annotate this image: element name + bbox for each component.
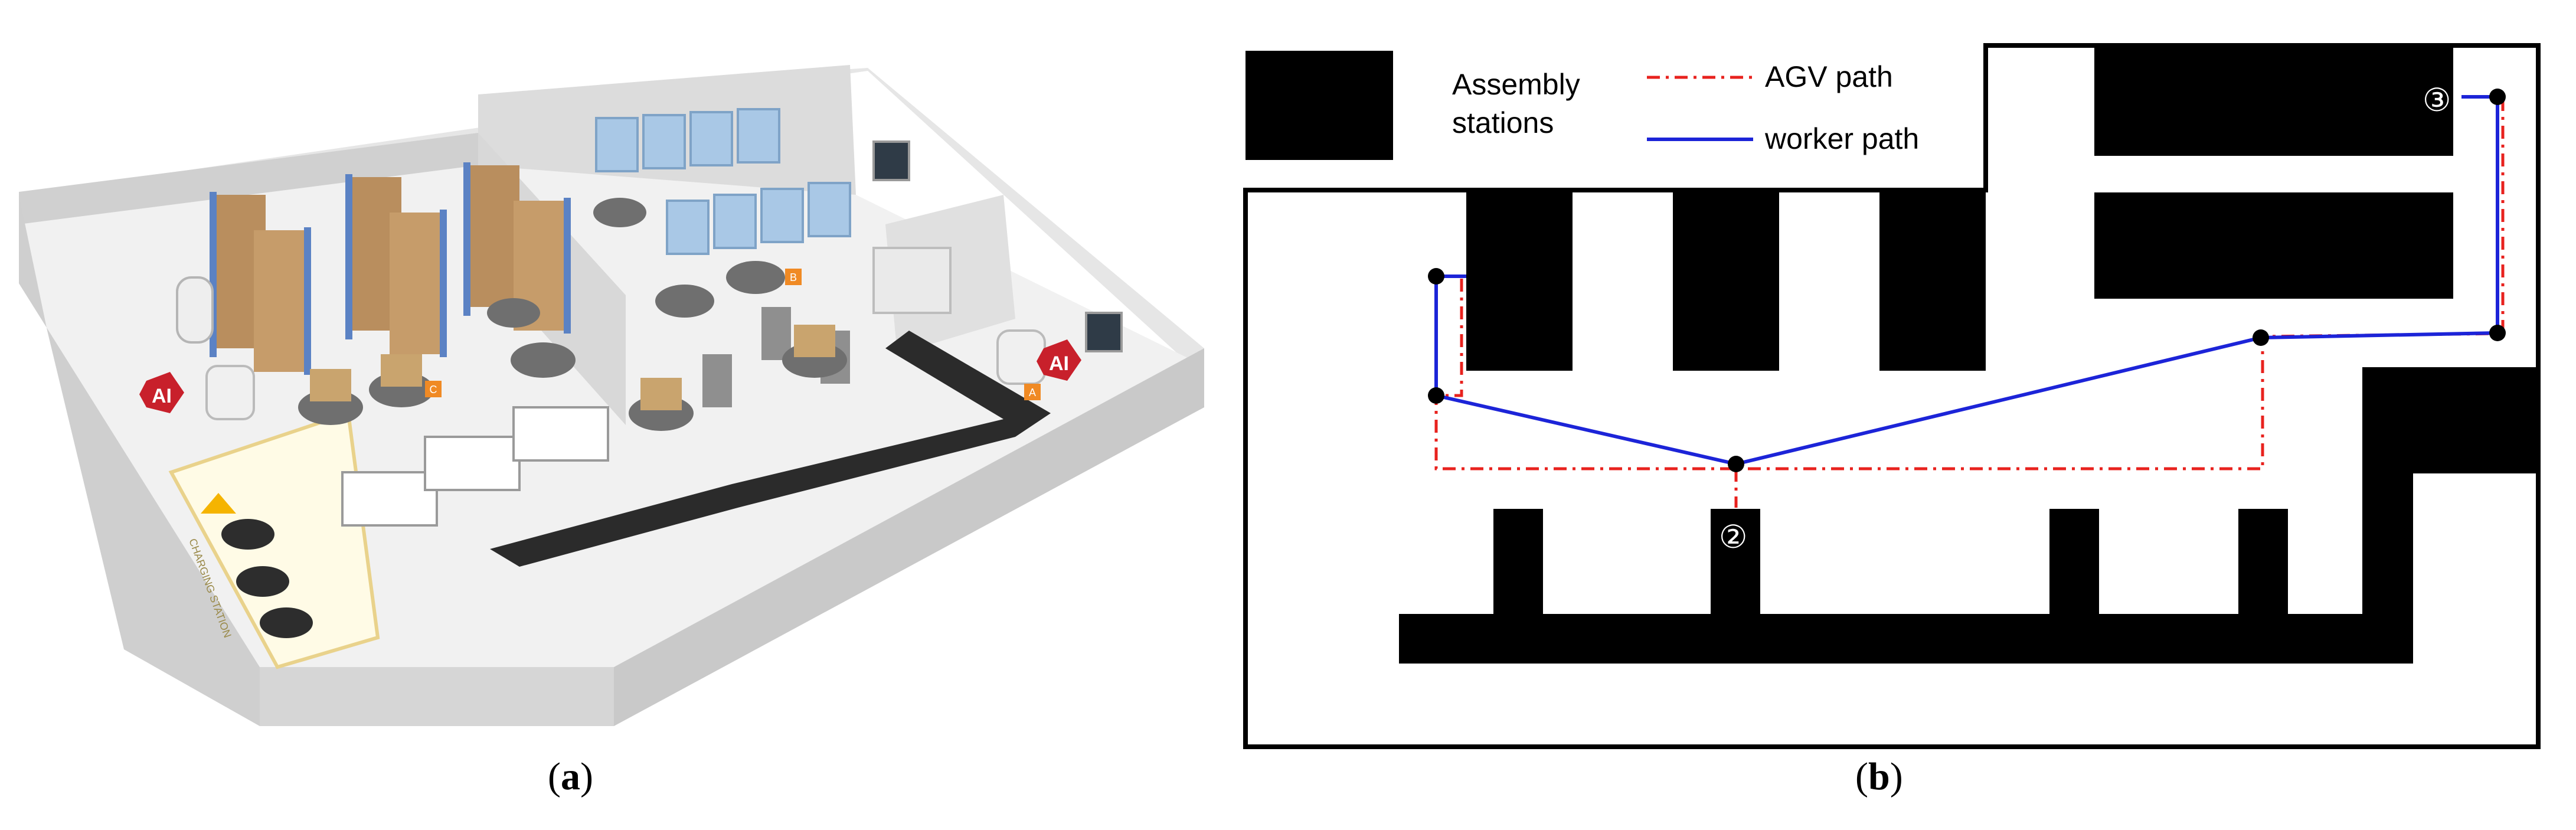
left-back-wall bbox=[19, 133, 478, 227]
marker-2: ② bbox=[1719, 519, 1747, 555]
agv-robots bbox=[298, 198, 847, 431]
front-wall bbox=[260, 667, 614, 726]
legend-agv-label: AGV path bbox=[1765, 60, 1893, 93]
station-label-c: C bbox=[425, 381, 442, 397]
conveyor-belt bbox=[490, 331, 1051, 567]
waypoint-3a bbox=[2253, 329, 2269, 346]
station-upper-right-2 bbox=[2094, 192, 2453, 299]
charging-robot-2 bbox=[236, 566, 289, 597]
workbench-1 bbox=[341, 471, 438, 527]
agv-path bbox=[1434, 95, 2505, 508]
marker-1: ① bbox=[1493, 263, 1522, 298]
caption-b: (b) bbox=[1855, 755, 1903, 798]
wall-monitor-1 bbox=[872, 140, 910, 181]
svg-text:C: C bbox=[430, 384, 437, 396]
right-wall bbox=[614, 348, 1204, 726]
legend-station-swatch bbox=[1245, 51, 1393, 160]
waypoint-3 bbox=[2489, 89, 2506, 105]
waypoint-2 bbox=[1728, 456, 1744, 472]
assembly-stations bbox=[1399, 48, 2536, 664]
charging-robot-3 bbox=[260, 607, 313, 638]
service-robot bbox=[176, 276, 214, 344]
station-top-2 bbox=[1673, 192, 1779, 371]
caption-a: (a) bbox=[548, 755, 593, 798]
marker-3: ③ bbox=[2423, 83, 2451, 118]
station-top-1 bbox=[1466, 192, 1573, 371]
waypoint-3b bbox=[2489, 325, 2506, 341]
worker-cart bbox=[205, 365, 255, 420]
wall-monitor-2 bbox=[1085, 312, 1123, 352]
inspection-booth bbox=[872, 247, 952, 314]
shelf-rack-4 bbox=[390, 213, 443, 354]
legend: Assembly stations AGV path worker path bbox=[1245, 51, 1919, 160]
station-label-a: A bbox=[1024, 384, 1041, 400]
waypoint-1 bbox=[1428, 268, 1444, 285]
panel-a-factory-illustration: CHARGING STATION bbox=[0, 0, 1228, 830]
svg-text:B: B bbox=[790, 272, 797, 283]
svg-text:AI: AI bbox=[1049, 352, 1069, 375]
shelf-rack-5 bbox=[466, 165, 519, 307]
shelf-rack-2 bbox=[254, 230, 307, 372]
ai-badge-right: AI bbox=[1037, 339, 1081, 381]
delivery-robot bbox=[996, 329, 1046, 385]
workbench-3 bbox=[512, 406, 609, 462]
station-top-3 bbox=[1879, 192, 1986, 371]
station-bottom-comb bbox=[1399, 367, 2536, 664]
warning-icon bbox=[201, 493, 236, 514]
left-wall bbox=[19, 195, 260, 726]
waypoints bbox=[1428, 89, 2506, 472]
factory-illustration: CHARGING STATION bbox=[19, 65, 1204, 726]
charging-station-zone bbox=[168, 411, 380, 669]
station-upper-right-1 bbox=[2094, 48, 2453, 156]
workbench-2 bbox=[424, 436, 521, 491]
charging-robot-1 bbox=[221, 519, 274, 550]
svg-text:AI: AI bbox=[152, 385, 172, 407]
panel-b-floor-plan: Assembly stations AGV path worker path bbox=[1228, 0, 2576, 830]
floor-plan-boundary bbox=[1243, 43, 2541, 749]
assembly-machines bbox=[595, 108, 851, 255]
station-label-b: B bbox=[785, 269, 802, 285]
svg-text:A: A bbox=[1029, 387, 1036, 398]
legend-worker-label: worker path bbox=[1764, 122, 1919, 155]
floor-plan: Assembly stations AGV path worker path bbox=[1243, 43, 2541, 749]
legend-assembly-line2: stations bbox=[1452, 106, 1554, 139]
waypoint-1b bbox=[1428, 387, 1444, 404]
legend-assembly-line1: Assembly bbox=[1452, 68, 1580, 101]
ai-badge-left: AI bbox=[139, 372, 184, 413]
